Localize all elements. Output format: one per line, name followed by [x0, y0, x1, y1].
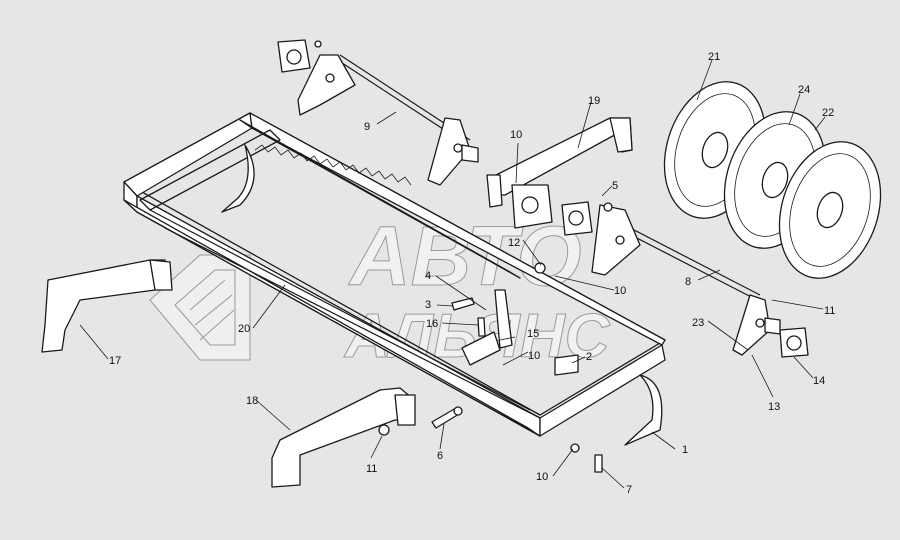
- plate-8-left: [591, 204, 641, 276]
- callout-11-right: 11: [824, 305, 835, 317]
- callout-20: 20: [238, 323, 250, 335]
- packer-wheel-22: [778, 141, 882, 279]
- bolt-6: [431, 406, 463, 429]
- clamp-15: [461, 289, 513, 366]
- callout-3: 3: [425, 299, 431, 311]
- callout-19: 19: [588, 95, 600, 107]
- callout-13: 13: [768, 401, 780, 413]
- serrated-edge: [254, 144, 412, 186]
- callout-10-bottom: 10: [536, 471, 548, 483]
- callout-21: 21: [708, 51, 720, 63]
- tine-rear: [624, 374, 663, 446]
- bracket-19: [486, 117, 633, 208]
- callout-18: 18: [246, 395, 258, 407]
- callout-4: 4: [425, 270, 431, 282]
- callout-labels: 1 2 3 4 5 6 7 8 9 10 10 10 10 11 11 12 1…: [109, 51, 835, 496]
- callout-16: 16: [426, 318, 438, 330]
- callout-14: 14: [813, 375, 825, 387]
- leader-lines: [79, 59, 826, 489]
- flange-bearing-14: [779, 327, 809, 358]
- callout-23: 23: [692, 317, 704, 329]
- bracket-18: [271, 387, 416, 488]
- callout-5: 5: [612, 180, 618, 192]
- nut-11: [378, 424, 390, 436]
- bolt-3: [451, 297, 475, 311]
- callout-9: 9: [364, 121, 370, 133]
- callout-12: 12: [508, 237, 520, 249]
- callout-8: 8: [685, 276, 691, 288]
- callout-10-mid: 10: [614, 285, 626, 297]
- tine-front: [221, 144, 255, 213]
- plate-9-left: [297, 54, 356, 116]
- callout-11-left: 11: [366, 463, 377, 475]
- callout-1: 1: [682, 444, 688, 456]
- callout-10-center: 10: [528, 350, 540, 362]
- callout-10-top: 10: [510, 129, 522, 141]
- callout-24: 24: [798, 84, 810, 96]
- nut-10-lower: [570, 443, 580, 453]
- flange-bearing-top: [277, 39, 322, 73]
- plate-9-right: [427, 117, 479, 186]
- callout-22: 22: [822, 107, 834, 119]
- callout-7: 7: [626, 484, 632, 496]
- main-frame: [123, 112, 666, 437]
- bearing-assembly: [511, 184, 613, 274]
- callout-17: 17: [109, 355, 121, 367]
- bolt-16: [477, 317, 486, 337]
- callout-6: 6: [437, 450, 443, 462]
- bracket-17: [41, 259, 173, 353]
- watermark-line1: АВТО: [348, 209, 582, 303]
- callout-2: 2: [586, 351, 592, 363]
- bolt-7: [594, 454, 603, 473]
- plate-2: [554, 354, 579, 376]
- plate-8-right: [732, 294, 781, 356]
- callout-15: 15: [527, 328, 539, 340]
